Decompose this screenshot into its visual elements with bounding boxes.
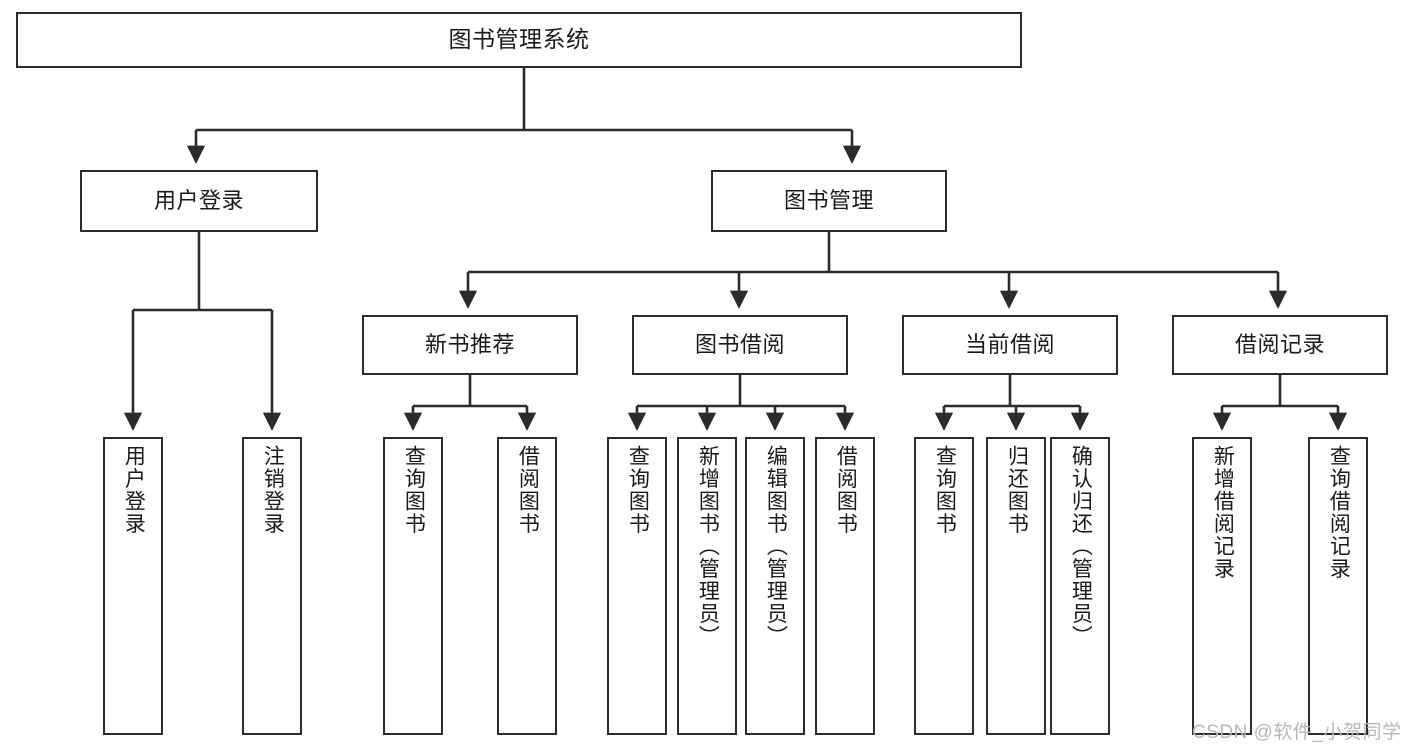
node-current-borrow[interactable]: 当前借阅 bbox=[902, 315, 1118, 375]
leaf-user-logout[interactable]: 注销登录 bbox=[242, 437, 302, 735]
leaf-query-book-borrow[interactable]: 查询图书 bbox=[607, 437, 667, 735]
node-label: 图书借阅 bbox=[694, 332, 785, 358]
node-label: 编辑图书（管理员） bbox=[764, 445, 788, 648]
watermark: CSDN @软件_小贺同学 bbox=[1192, 722, 1402, 743]
node-label: 查询图书 bbox=[402, 445, 426, 535]
node-label: 新书推荐 bbox=[424, 332, 515, 358]
leaf-return-book[interactable]: 归还图书 bbox=[986, 437, 1046, 735]
node-label: 注销登录 bbox=[261, 445, 285, 535]
node-label: 查询图书 bbox=[626, 445, 650, 535]
leaf-confirm-return-admin[interactable]: 确认归还（管理员） bbox=[1050, 437, 1110, 735]
leaf-query-book-recommend[interactable]: 查询图书 bbox=[383, 437, 443, 735]
node-label: 图书管理系统 bbox=[448, 26, 590, 53]
leaf-query-borrow-record[interactable]: 查询借阅记录 bbox=[1308, 437, 1368, 735]
node-label: 确认归还（管理员） bbox=[1069, 445, 1093, 648]
node-label: 用户登录 bbox=[153, 188, 244, 214]
node-label: 新增图书（管理员） bbox=[696, 445, 720, 648]
leaf-borrow-book-recommend[interactable]: 借阅图书 bbox=[497, 437, 557, 735]
leaf-edit-book-admin[interactable]: 编辑图书（管理员） bbox=[745, 437, 805, 735]
node-book-management[interactable]: 图书管理 bbox=[711, 170, 947, 232]
node-label: 图书管理 bbox=[783, 188, 874, 214]
node-label: 借阅记录 bbox=[1234, 332, 1325, 358]
node-label: 借阅图书 bbox=[516, 445, 540, 535]
node-label: 新增借阅记录 bbox=[1211, 445, 1235, 580]
node-label: 查询图书 bbox=[933, 445, 957, 535]
leaf-add-book-admin[interactable]: 新增图书（管理员） bbox=[677, 437, 737, 735]
node-label: 用户登录 bbox=[122, 445, 146, 535]
node-label: 归还图书 bbox=[1005, 445, 1029, 535]
leaf-query-book-current[interactable]: 查询图书 bbox=[914, 437, 974, 735]
node-label: 当前借阅 bbox=[964, 332, 1055, 358]
node-borrow-records[interactable]: 借阅记录 bbox=[1172, 315, 1388, 375]
node-root-system[interactable]: 图书管理系统 bbox=[16, 12, 1022, 68]
node-label: 借阅图书 bbox=[834, 445, 858, 535]
node-label: 查询借阅记录 bbox=[1327, 445, 1351, 580]
node-book-borrow[interactable]: 图书借阅 bbox=[632, 315, 848, 375]
node-user-login[interactable]: 用户登录 bbox=[80, 170, 318, 232]
node-new-book-recommend[interactable]: 新书推荐 bbox=[362, 315, 578, 375]
leaf-user-login[interactable]: 用户登录 bbox=[103, 437, 163, 735]
leaf-borrow-book[interactable]: 借阅图书 bbox=[815, 437, 875, 735]
leaf-add-borrow-record[interactable]: 新增借阅记录 bbox=[1192, 437, 1252, 735]
